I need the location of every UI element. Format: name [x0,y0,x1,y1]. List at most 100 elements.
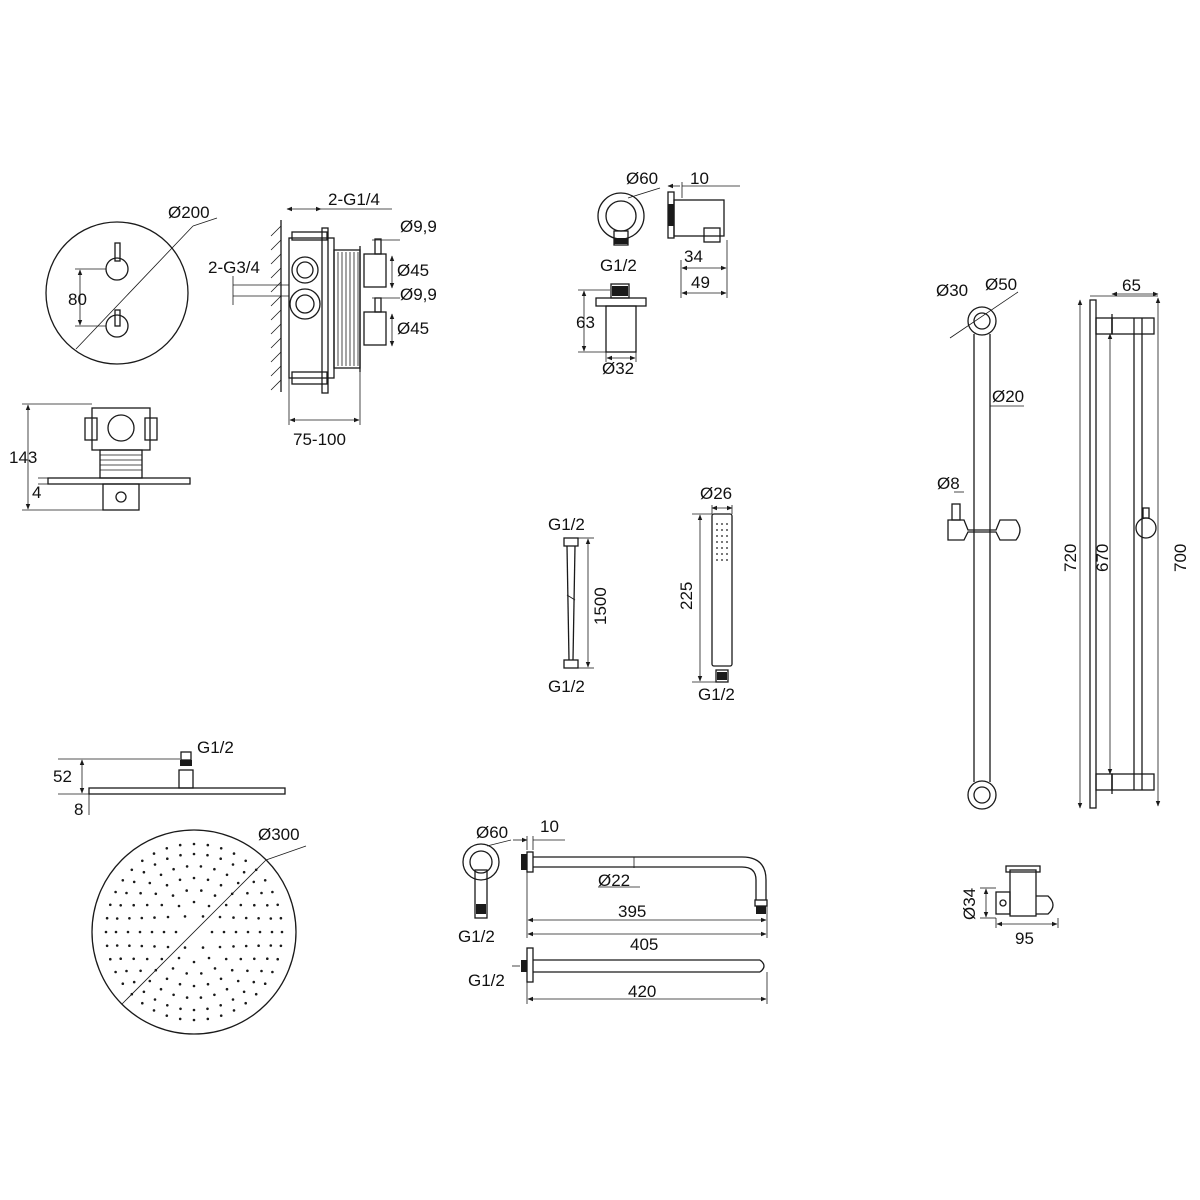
nozzle-dot [139,969,142,973]
nozzle-dot [213,894,217,897]
nozzle-dot [165,1014,169,1017]
nozzle-dot [140,916,144,920]
nozzle-dot [148,979,152,983]
straight-arm-length-label: 420 [628,982,656,1001]
nozzle-dot [232,1009,236,1012]
nozzle-dot [162,930,166,934]
nozzle-dot [254,992,258,996]
valve-stem2-label: Ø9,9 [400,285,437,304]
nozzle-dot [179,853,182,857]
hose-length-label: 1500 [591,587,610,625]
nozzle-dot [140,944,144,948]
valve-install-depth-label: 75-100 [293,430,346,449]
rail-holder-view: Ø34 95 [960,865,1059,948]
nozzle-dot [185,996,189,999]
nozzle-dot [257,944,260,947]
nozzle-dot [246,969,249,973]
nozzle-dot [219,857,222,860]
nozzle-dot [183,946,187,949]
nozzle-dot [115,917,119,920]
nozzle-dot [125,969,128,973]
nozzle-dot [252,880,256,884]
nozzle-dot [128,917,131,920]
nozzle-dot [276,903,280,907]
nozzle-dot [166,915,170,919]
nozzle-dot [271,890,274,894]
nozzle-dot [159,873,163,877]
nozzle-dot [145,903,149,907]
nozzle-dot [153,863,157,866]
valve-depth-view: 143 4 [9,403,191,511]
nozzle-dot [128,944,131,947]
nozzle-dot [141,1001,144,1005]
nozzle-dot [138,930,142,934]
head-shower-height-label: 52 [53,767,72,786]
nozzle-dot [239,903,243,907]
nozzle-dot [192,876,196,880]
nozzle-dot [231,863,235,866]
nozzle-dot [206,982,210,986]
valve-outlets-label: 2-G1/4 [328,190,380,209]
nozzle-dot [260,969,263,973]
nozzle-dot [206,853,209,857]
nozzle-dot [139,891,142,895]
nozzle-dot [234,930,238,934]
nozzle-dot [206,878,210,882]
outlet-depth-total-label: 49 [691,273,710,292]
nozzle-dot [207,956,211,960]
outlet-body-label: Ø32 [602,359,634,378]
nozzle-dot [200,972,203,975]
nozzle-dot [165,883,169,887]
nozzle-dot [279,916,283,920]
nozzle-dot [115,944,119,947]
nozzle-dot [109,903,112,907]
nozzle-dot [213,993,216,997]
nozzle-dot [104,930,108,934]
outlet-height-label: 63 [576,313,595,332]
valve-front-view: Ø200 80 [45,203,218,365]
nozzle-dot [153,998,157,1001]
nozzle-dot [141,859,144,863]
nozzle-dot [114,890,117,894]
nozzle-dot [260,891,263,895]
nozzle-dot [114,930,118,934]
nozzle-dot [171,967,175,970]
nozzle-dot [224,903,228,907]
nozzle-dot [242,870,246,874]
valve-rosette1-label: Ø45 [397,261,429,280]
head-shower-thickness-label: 8 [74,800,83,819]
arm-thread-label: G1/2 [458,927,495,946]
nozzle-dot [201,915,205,918]
nozzle-dot [160,957,164,961]
nozzle-dot [153,945,156,948]
nozzle-dot [185,889,188,892]
nozzle-dot [185,972,188,975]
nozzle-dot [160,903,164,907]
slide-rail-front-view: Ø30 Ø50 Ø20 Ø8 [936,275,1024,810]
nozzle-dot [105,944,109,948]
head-shower-side-view: G1/2 52 8 [53,738,286,819]
nozzle-dot [192,842,196,846]
nozzle-dot [210,930,214,934]
valve-plate-thickness-label: 4 [32,483,41,502]
head-shower-thread-label: G1/2 [197,738,234,757]
nozzle-dot [172,867,175,871]
shower-hose-view: G1/2 1500 G1/2 [548,515,610,696]
valve-inlets-label: 2-G3/4 [208,258,260,277]
nozzle-dot [166,1004,169,1007]
nozzle-dot [172,993,175,997]
arm-length-inner-label: 395 [618,902,646,921]
nozzle-dot [105,916,109,920]
rail-projection-label: 65 [1122,276,1141,295]
nozzle-dot [192,984,196,988]
nozzle-dot [200,889,203,892]
wall-outlet-view: Ø60 G1/2 10 34 49 63 Ø32 [576,169,740,378]
nozzle-dot [213,967,217,970]
nozzle-dot [114,970,117,974]
nozzle-dot [253,903,256,907]
nozzle-dot [179,1007,182,1011]
nozzle-dot [207,904,211,908]
arm-flange-label: Ø60 [476,823,508,842]
nozzle-dot [148,881,152,885]
